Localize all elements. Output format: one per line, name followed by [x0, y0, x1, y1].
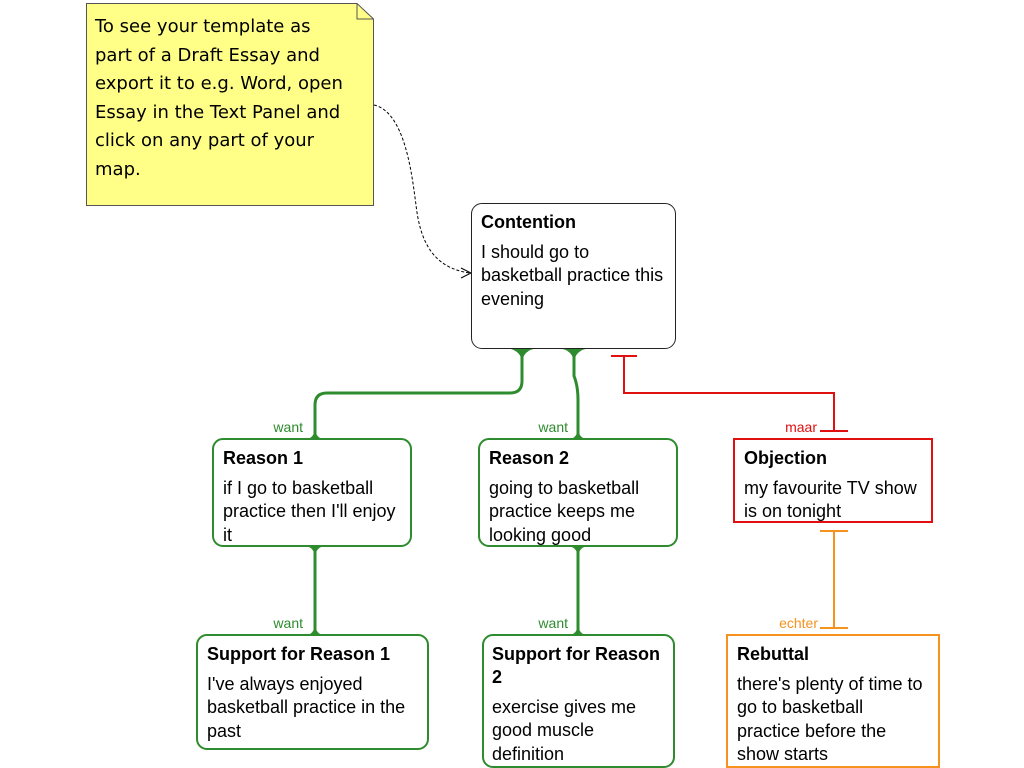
support1-link-label: want — [273, 615, 303, 631]
reason1-text: if I go to basketball practice then I'll… — [223, 478, 396, 545]
contention-box[interactable]: Contention I should go to basketball pra… — [471, 203, 676, 349]
note-link-arrow — [373, 104, 471, 274]
reason2-box[interactable]: Reason 2 going to basketball practice ke… — [478, 438, 678, 547]
flare-reason1-bottom — [305, 427, 325, 440]
link-objection-contention — [623, 356, 835, 431]
flare-reason2-top — [558, 348, 590, 364]
flare-support1-bottom — [305, 623, 325, 636]
reason1-link-label: want — [273, 419, 303, 435]
support1-title: Support for Reason 1 — [207, 644, 391, 664]
flare-support2-bottom — [568, 623, 588, 636]
note-fold — [356, 3, 374, 20]
support2-title: Support for Reason 2 — [492, 644, 661, 687]
contention-text: I should go to basketball practice this … — [481, 242, 664, 309]
objection-box[interactable]: Objection my favourite TV show is on ton… — [733, 438, 933, 523]
flare-support1-top — [303, 545, 327, 558]
objection-text: my favourite TV show is on tonight — [744, 478, 917, 522]
link-reason2-contention — [572, 348, 580, 440]
flare-support2-top — [566, 545, 590, 558]
support1-box[interactable]: Support for Reason 1 I've always enjoyed… — [196, 634, 429, 750]
rebuttal-link-label: echter — [779, 615, 818, 631]
objection-title: Objection — [744, 448, 828, 468]
contention-title: Contention — [481, 212, 576, 232]
reason1-box[interactable]: Reason 1 if I go to basketball practice … — [212, 438, 412, 547]
support2-text: exercise gives me good muscle definition — [492, 697, 637, 764]
rebuttal-box[interactable]: Rebuttal there's plenty of time to go to… — [726, 634, 940, 768]
flare-reason2-bottom — [568, 427, 588, 440]
support1-text: I've always enjoyed basketball practice … — [207, 674, 406, 741]
support2-box[interactable]: Support for Reason 2 exercise gives me g… — [482, 634, 675, 768]
objection-link-label: maar — [785, 419, 817, 435]
rebuttal-text: there's plenty of time to go to basketba… — [737, 674, 923, 764]
reason2-title: Reason 2 — [489, 448, 570, 468]
rebuttal-title: Rebuttal — [737, 644, 809, 664]
flare-reason1-top — [506, 348, 538, 364]
note-shape — [86, 3, 374, 206]
sticky-note[interactable]: To see your template as part of a Draft … — [95, 16, 343, 180]
note-link-arrowhead — [460, 267, 473, 279]
reason2-link-label: want — [538, 419, 568, 435]
support2-link-label: want — [538, 615, 568, 631]
reason2-text: going to basketball practice keeps me lo… — [489, 478, 640, 545]
reason1-title: Reason 1 — [223, 448, 304, 468]
link-reason1-contention — [313, 348, 524, 440]
